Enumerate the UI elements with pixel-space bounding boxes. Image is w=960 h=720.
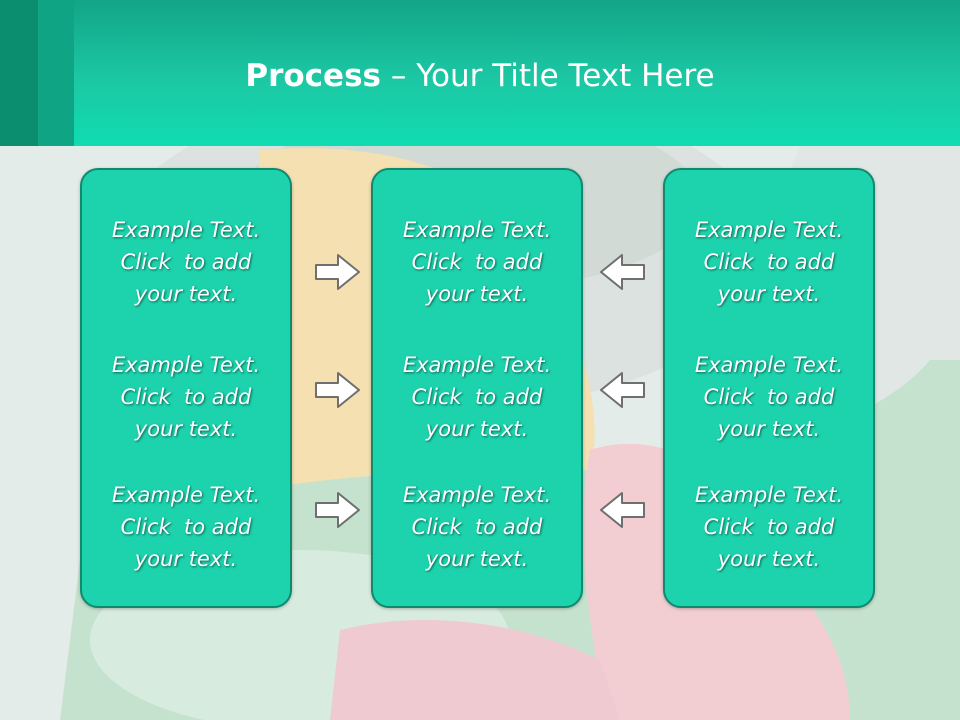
text-line: your text.: [717, 282, 821, 306]
text-line: your text.: [717, 547, 821, 571]
right-arrow-icon[interactable]: [314, 370, 362, 410]
title-separator: –: [381, 58, 417, 94]
text-placeholder[interactable]: Example Text. Click to add your text.: [82, 349, 290, 445]
title-bold: Process: [245, 58, 381, 94]
text-line: Click to add: [120, 250, 252, 274]
text-line: Click to add: [703, 385, 835, 409]
text-line: Example Text.: [694, 218, 844, 242]
text-line: your text.: [425, 417, 529, 441]
text-line: Click to add: [703, 250, 835, 274]
title-bar: [0, 0, 960, 146]
process-box-right[interactable]: Example Text. Click to add your text. Ex…: [663, 168, 875, 608]
text-line: your text.: [134, 282, 238, 306]
text-line: Example Text.: [694, 483, 844, 507]
text-line: Click to add: [411, 515, 543, 539]
text-placeholder[interactable]: Example Text. Click to add your text.: [82, 479, 290, 575]
text-placeholder[interactable]: Example Text. Click to add your text.: [373, 214, 581, 310]
header-accent-stripe: [0, 0, 38, 146]
text-line: your text.: [134, 417, 238, 441]
text-line: your text.: [425, 547, 529, 571]
text-line: Click to add: [703, 515, 835, 539]
text-placeholder[interactable]: Example Text. Click to add your text.: [373, 349, 581, 445]
process-box-left[interactable]: Example Text. Click to add your text. Ex…: [80, 168, 292, 608]
text-line: your text.: [425, 282, 529, 306]
text-line: your text.: [134, 547, 238, 571]
text-line: Example Text.: [402, 218, 552, 242]
left-arrow-icon[interactable]: [598, 490, 646, 530]
right-arrow-icon[interactable]: [314, 490, 362, 530]
title-rest: Your Title Text Here: [416, 58, 715, 94]
slide-title[interactable]: Process – Your Title Text Here: [74, 54, 886, 98]
text-placeholder[interactable]: Example Text. Click to add your text.: [665, 214, 873, 310]
text-line: Click to add: [411, 385, 543, 409]
text-placeholder[interactable]: Example Text. Click to add your text.: [665, 349, 873, 445]
text-line: Example Text.: [402, 483, 552, 507]
left-arrow-icon[interactable]: [598, 252, 646, 292]
text-line: Example Text.: [402, 353, 552, 377]
text-line: Example Text.: [694, 353, 844, 377]
process-box-center[interactable]: Example Text. Click to add your text. Ex…: [371, 168, 583, 608]
text-line: Example Text.: [111, 353, 261, 377]
right-arrow-icon[interactable]: [314, 252, 362, 292]
left-arrow-icon[interactable]: [598, 370, 646, 410]
text-line: your text.: [717, 417, 821, 441]
text-line: Example Text.: [111, 483, 261, 507]
text-line: Click to add: [120, 385, 252, 409]
text-line: Example Text.: [111, 218, 261, 242]
text-placeholder[interactable]: Example Text. Click to add your text.: [665, 479, 873, 575]
text-placeholder[interactable]: Example Text. Click to add your text.: [82, 214, 290, 310]
text-line: Click to add: [120, 515, 252, 539]
header-accent-stripe: [38, 0, 74, 146]
text-placeholder[interactable]: Example Text. Click to add your text.: [373, 479, 581, 575]
text-line: Click to add: [411, 250, 543, 274]
